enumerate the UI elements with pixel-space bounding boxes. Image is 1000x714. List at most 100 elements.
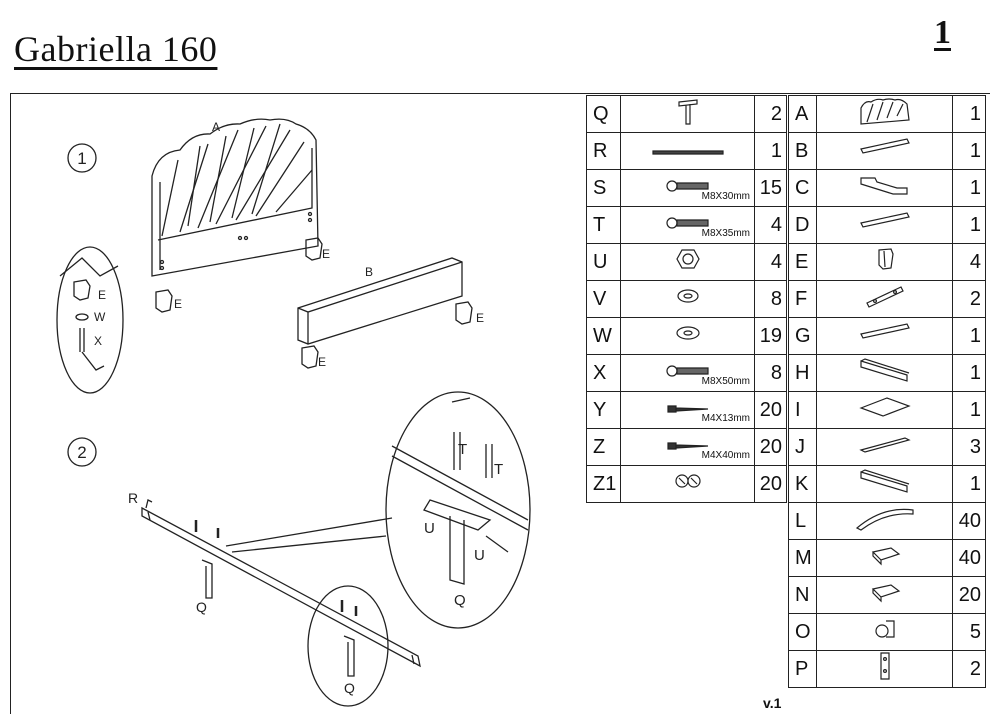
- bolt-icon: [665, 178, 710, 194]
- part-picture: [816, 206, 953, 244]
- leg-drawing: [343, 635, 355, 677]
- part-letter: U: [586, 243, 621, 281]
- label-q: Q: [344, 680, 355, 696]
- part-size-label: M8X35mm: [701, 228, 750, 239]
- part-picture: [816, 576, 953, 614]
- part-quantity: 4: [754, 206, 787, 244]
- bolt-icon: [665, 363, 710, 379]
- part-picture: [620, 243, 755, 281]
- part-letter: O: [788, 613, 817, 651]
- footboard-drawing: [297, 257, 463, 345]
- headboard-icon: [855, 96, 915, 126]
- part-picture: M8X35mm: [620, 206, 755, 244]
- part-size-label: M8X30mm: [701, 191, 750, 202]
- part-picture: [620, 465, 755, 503]
- label-t: T: [458, 441, 467, 458]
- part-picture: [816, 391, 953, 429]
- bolt-icon: [665, 215, 710, 231]
- rail-board-icon: [857, 468, 913, 494]
- part-picture: [816, 539, 953, 577]
- board-icon: [857, 135, 913, 161]
- part-letter: I: [788, 391, 817, 429]
- part-picture: [620, 95, 755, 133]
- label-e: E: [174, 297, 182, 311]
- page-number: 1: [934, 14, 951, 51]
- part-letter: X: [586, 354, 621, 392]
- part-size-label: M8X50mm: [701, 376, 750, 387]
- panel-icon: [857, 394, 913, 420]
- hex-nut-icon: [675, 247, 701, 271]
- part-letter: F: [788, 280, 817, 318]
- bracket-icon: [875, 651, 895, 681]
- assembly-illustration: 1 A B E E E E E W X 2: [56, 118, 531, 707]
- plate-icon: [863, 283, 907, 309]
- part-quantity: 5: [952, 613, 986, 651]
- label-u: U: [424, 520, 435, 537]
- part-quantity: 1: [952, 132, 986, 170]
- leg-drawing: [201, 559, 213, 599]
- t-bracket-icon: [673, 96, 703, 126]
- part-picture: [816, 280, 953, 318]
- part-picture: M8X50mm: [620, 354, 755, 392]
- label-q: Q: [196, 599, 207, 615]
- part-letter: J: [788, 428, 817, 466]
- rail-board-icon: [857, 357, 913, 383]
- slat-icon: [857, 434, 913, 454]
- part-quantity: 2: [952, 650, 986, 688]
- label-w: W: [94, 310, 106, 324]
- part-picture: [816, 613, 953, 651]
- label-r: R: [128, 490, 138, 506]
- slat-holder-icon: [867, 544, 903, 566]
- part-picture: [816, 169, 953, 207]
- wood-screw-icon: [666, 402, 710, 416]
- part-quantity: 1: [952, 206, 986, 244]
- part-quantity: 2: [952, 280, 986, 318]
- part-picture: [816, 95, 953, 133]
- part-letter: R: [586, 132, 621, 170]
- part-row: M 40: [788, 539, 986, 577]
- spring-washer-icon: [675, 287, 701, 305]
- part-letter: C: [788, 169, 817, 207]
- label-q: Q: [454, 592, 466, 609]
- part-quantity: 20: [754, 465, 787, 503]
- part-letter: L: [788, 502, 817, 540]
- part-quantity: 1: [952, 354, 986, 392]
- part-size-label: M4X40mm: [701, 450, 750, 461]
- notched-board-icon: [857, 172, 913, 198]
- label-e: E: [476, 311, 484, 325]
- part-quantity: 40: [952, 502, 986, 540]
- part-picture: [816, 465, 953, 503]
- part-quantity: 8: [754, 354, 787, 392]
- detail-oval-step-1: [56, 246, 124, 394]
- part-picture: M4X40mm: [620, 428, 755, 466]
- part-quantity: 1: [754, 132, 787, 170]
- metal-rail-icon: [651, 147, 725, 157]
- part-picture: [816, 354, 953, 392]
- part-quantity: 40: [952, 539, 986, 577]
- metal-rail-drawing: [141, 499, 421, 668]
- part-letter: S: [586, 169, 621, 207]
- part-letter: M: [788, 539, 817, 577]
- part-picture: [816, 317, 953, 355]
- part-letter: Y: [586, 391, 621, 429]
- cam-dowel-icon: [673, 471, 703, 491]
- part-letter: G: [788, 317, 817, 355]
- part-quantity: 19: [754, 317, 787, 355]
- headboard-drawing: [151, 118, 319, 277]
- part-size-label: M4X13mm: [701, 413, 750, 424]
- step-2-number: 2: [77, 443, 86, 462]
- label-e: E: [318, 355, 326, 369]
